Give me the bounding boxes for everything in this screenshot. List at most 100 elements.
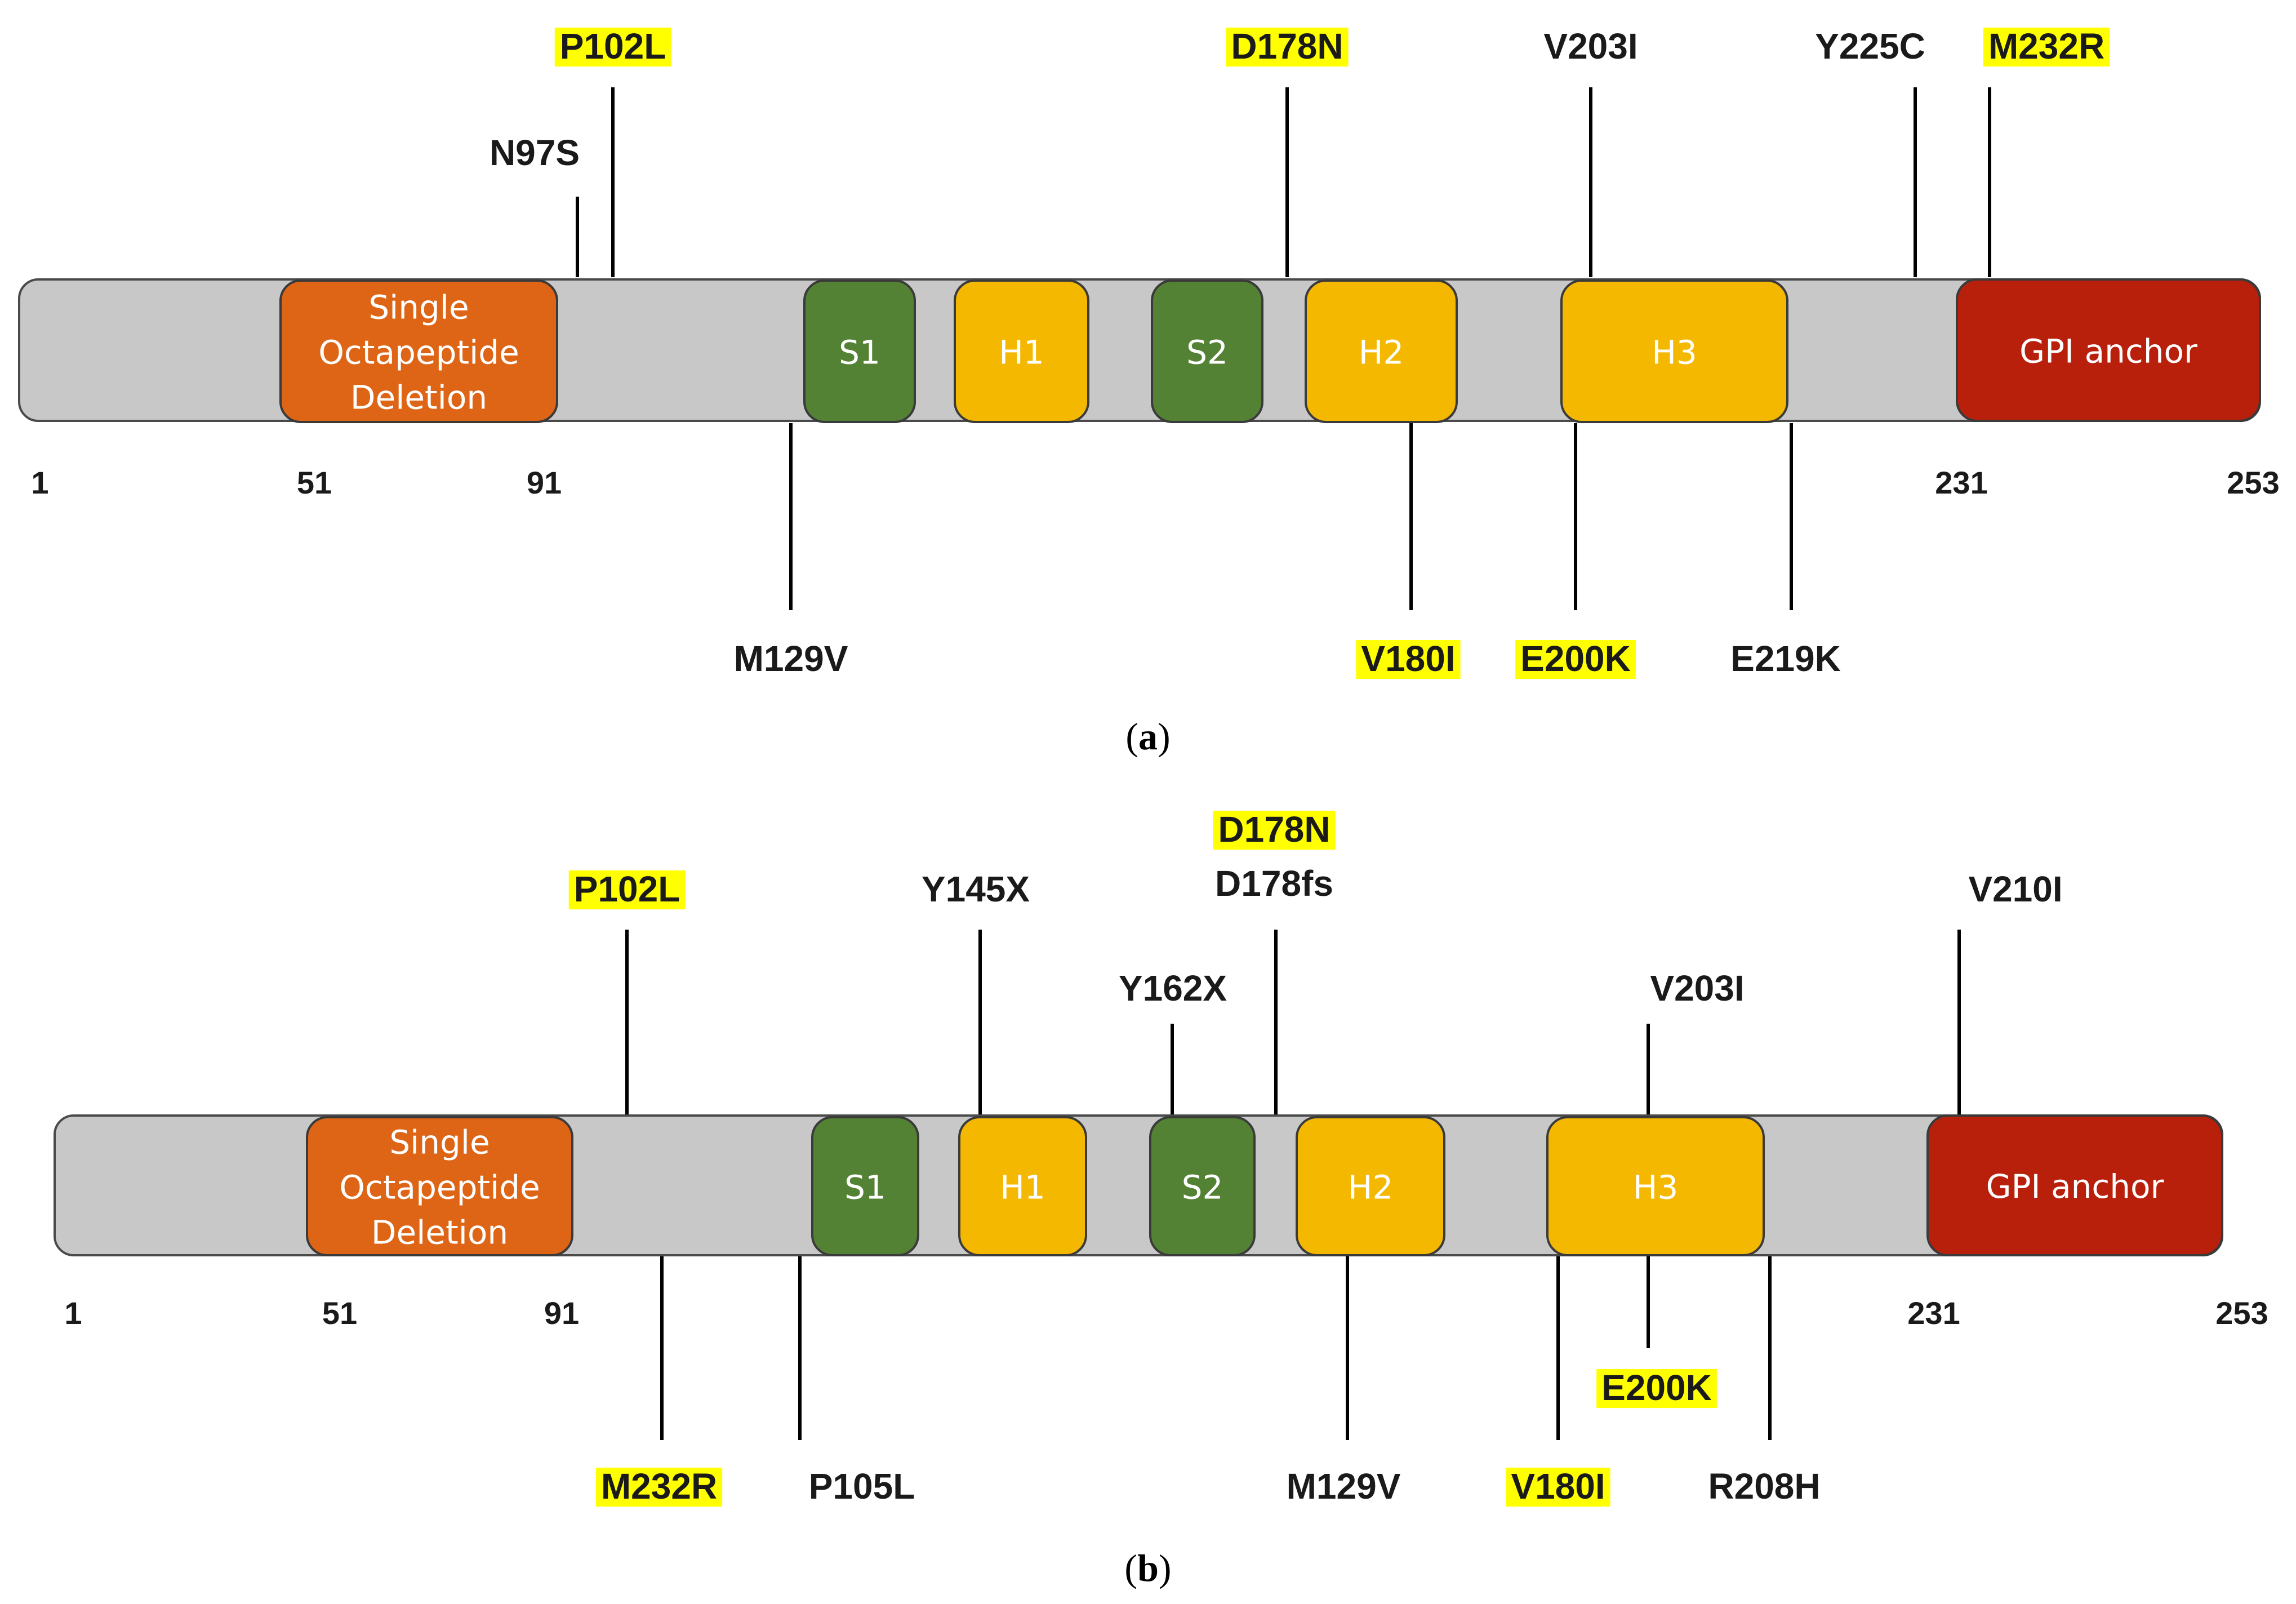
position-tick-231: 231 <box>1935 465 1987 500</box>
domain-h3-label: H3 <box>1652 334 1697 372</box>
mutation-label-text: P102L <box>574 869 680 909</box>
mutation-label: M232R <box>1983 26 2110 67</box>
mutation-label-text: M129V <box>1287 1466 1401 1507</box>
domain-octa-label: Deletion <box>350 379 487 417</box>
mutation-label: Y162X <box>1119 968 1227 1008</box>
domain-s1-label: S1 <box>844 1168 886 1207</box>
mutation-label: V180I <box>1356 638 1461 679</box>
position-tick-231: 231 <box>1907 1295 1960 1331</box>
mutation-label-text: V203I <box>1650 968 1744 1008</box>
domain-h3-box <box>1546 1116 1765 1256</box>
panel-caption: (b) <box>1124 1547 1171 1589</box>
mutation-label-highlight <box>568 870 686 910</box>
domain-s2-box <box>1149 1116 1256 1256</box>
mutation-label-text: P102L <box>560 26 666 66</box>
domain-s2-label: S2 <box>1186 334 1228 372</box>
mutation-label-text: M232R <box>1988 26 2104 66</box>
position-tick-253: 253 <box>2215 1295 2268 1331</box>
domain-octa-box <box>279 279 558 423</box>
domain-octa-label: Octapeptide <box>339 1168 540 1207</box>
domain-h3-box <box>1560 279 1788 423</box>
position-tick-51: 51 <box>322 1295 357 1331</box>
mutation-label: N97S <box>490 132 580 173</box>
domain-h2-label: H2 <box>1348 1168 1394 1207</box>
mutation-label-text: V180I <box>1361 638 1455 679</box>
mutation-label-text: Y145X <box>922 869 1030 909</box>
mutation-label: E219K <box>1730 638 1841 679</box>
mutation-label-text: M129V <box>734 638 848 679</box>
position-tick-1: 1 <box>64 1295 82 1331</box>
mutation-label: P102L <box>568 869 686 910</box>
domain-h2: H2 <box>1305 279 1458 423</box>
domain-h1-label: H1 <box>999 334 1044 372</box>
mutation-label-highlight <box>595 1467 723 1507</box>
mutation-label-text: Y162X <box>1119 968 1227 1008</box>
mutation-label: P105L <box>809 1466 915 1507</box>
mutation-label-highlight <box>1983 27 2110 67</box>
mutation-label-text: D178N <box>1231 26 1343 66</box>
mutation-label-highlight <box>1213 810 1336 850</box>
domain-octa-label: Single <box>389 1123 490 1162</box>
position-tick-91: 91 <box>544 1295 579 1331</box>
mutation-label: V203I <box>1543 26 1638 66</box>
position-tick-1: 1 <box>31 465 48 500</box>
domain-gpi-label: GPI anchor <box>2019 332 2197 371</box>
mutation-label-text: P105L <box>809 1466 915 1507</box>
domain-octa-label: Octapeptide <box>318 334 519 372</box>
mutation-label: M129V <box>734 638 848 679</box>
mutation-label: R208H <box>1708 1466 1820 1507</box>
mutation-label-highlight <box>1506 1467 1610 1507</box>
mutation-label-text: E200K <box>1601 1367 1712 1408</box>
domain-s1-label: S1 <box>839 334 880 372</box>
mutation-label-highlight <box>554 27 671 67</box>
domain-s1-box <box>811 1116 919 1256</box>
domain-s2: S2 <box>1149 1116 1256 1256</box>
mutation-label-text: D178N <box>1218 809 1330 850</box>
domain-octa-box <box>306 1116 573 1256</box>
mutation-label: V203I <box>1650 968 1744 1008</box>
domain-gpi-box <box>1956 278 2261 422</box>
mutation-label-text: M232R <box>601 1466 717 1507</box>
domain-h2-label: H2 <box>1359 334 1404 372</box>
position-tick-51: 51 <box>297 465 332 500</box>
domain-h1-label: H1 <box>1000 1168 1045 1207</box>
mutation-label-text: N97S <box>490 132 580 173</box>
mutation-label: V210I <box>1968 869 2062 909</box>
domain-h2-box <box>1305 279 1458 423</box>
mutation-label: M232R <box>595 1466 723 1507</box>
domain-s2: S2 <box>1151 279 1263 423</box>
domain-h1: H1 <box>954 279 1089 423</box>
mutation-label-text: V180I <box>1511 1466 1605 1507</box>
mutation-label-highlight <box>1515 639 1636 679</box>
mutation-label-text: V203I <box>1543 26 1638 66</box>
domain-h2-box <box>1296 1116 1445 1256</box>
domain-h1-box <box>954 279 1089 423</box>
panel-caption: (a) <box>1125 715 1170 758</box>
domain-h3-label: H3 <box>1633 1168 1679 1207</box>
domain-gpi: GPI anchor <box>1956 278 2261 422</box>
domain-s1-box <box>803 279 916 423</box>
domain-gpi-box <box>1926 1114 2223 1256</box>
domain-h1: H1 <box>958 1116 1087 1256</box>
mutation-label-text: D178fs <box>1215 863 1333 904</box>
domain-h2: H2 <box>1296 1116 1445 1256</box>
domain-s1: S1 <box>803 279 916 423</box>
domain-gpi-label: GPI anchor <box>1986 1167 2164 1206</box>
mutation-label-highlight <box>1596 1368 1717 1409</box>
mutation-label: Y225C <box>1815 26 1925 66</box>
domain-octa-label: Deletion <box>371 1214 508 1252</box>
mutation-label: V180I <box>1506 1466 1610 1507</box>
domain-s2-label: S2 <box>1182 1168 1223 1207</box>
domain-h3: H3 <box>1560 279 1788 423</box>
mutation-label-highlight <box>1356 639 1461 679</box>
mutation-label-text: V210I <box>1968 869 2062 909</box>
mutation-label-highlight <box>1226 27 1349 67</box>
mutation-label: E200K <box>1515 638 1636 679</box>
mutation-label: Y145X <box>922 869 1030 909</box>
domain-s1: S1 <box>811 1116 919 1256</box>
domain-octa-label: Single <box>368 288 469 327</box>
mutation-label: P102L <box>554 26 671 67</box>
